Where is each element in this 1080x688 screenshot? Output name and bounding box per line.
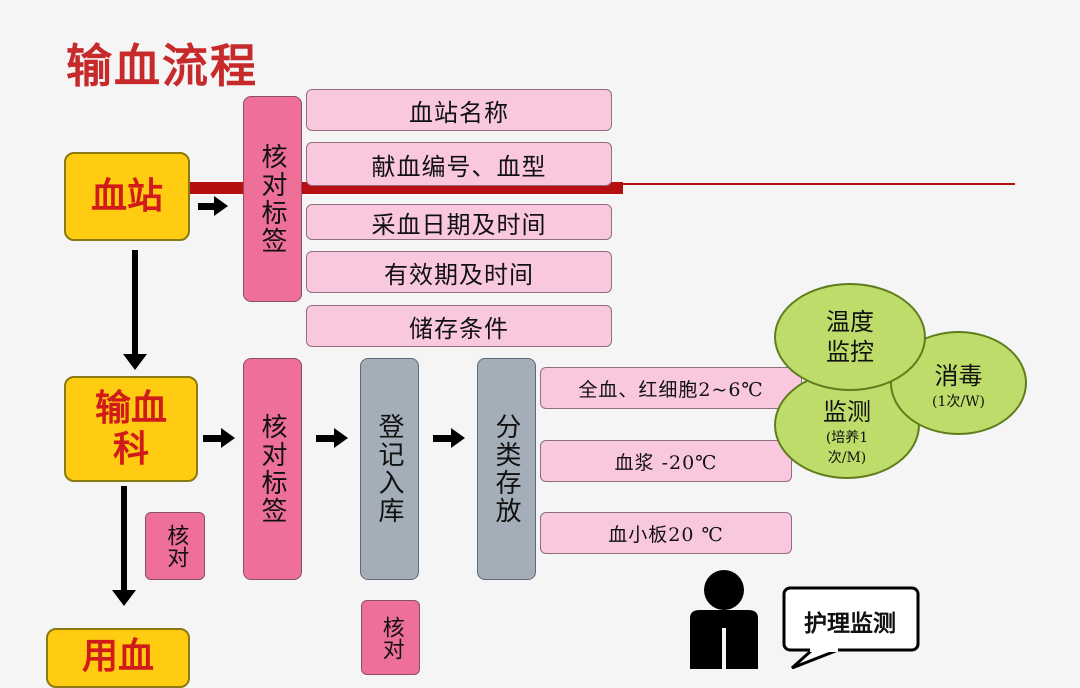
check-text: 核对 [163,524,189,568]
nursing-monitor-text: 护理监测 [804,610,896,637]
check-text: 核对 [378,615,404,660]
check-box-small-left: 核对 [145,512,205,580]
check-label-box-1: 核对标签 [243,96,302,302]
node-blood-use: 用血 [46,628,190,688]
page-title: 输血流程 [66,39,258,93]
temperature-monitor-circle: 温度监控 [774,283,926,391]
red-line [620,183,1015,185]
disinfect-title: 消毒 [934,361,983,390]
node-transfusion-dept-text: 输血科 [94,386,167,470]
monitor-note-1: (培养1 [825,429,869,446]
speech-bubble-icon [782,586,922,670]
check-label-box-2: 核对标签 [243,358,302,580]
label-item: 献血编号、血型 [306,142,612,186]
label-item: 血站名称 [306,89,612,131]
label-item: 储存条件 [306,305,612,347]
node-blood-station: 血站 [64,152,190,241]
storage-item: 血浆 -20℃ [540,440,792,482]
disinfect-note: (1次/W) [932,393,985,410]
storage-item: 血小板20 ℃ [540,512,792,554]
label-item: 采血日期及时间 [306,204,612,240]
check-box-small-mid: 核对 [361,600,420,675]
monitor-title: 监测 [823,397,871,426]
temperature-monitor-text: 温度监控 [826,308,874,366]
register-box: 登记入库 [360,358,419,580]
classify-store-box: 分类存放 [477,358,536,580]
storage-item: 全血、红细胞2~6℃ [540,367,802,409]
label-item: 有效期及时间 [306,251,612,293]
person-icon [676,568,772,669]
node-transfusion-dept: 输血科 [64,376,198,482]
monitor-note-2: 次/M) [827,449,867,466]
